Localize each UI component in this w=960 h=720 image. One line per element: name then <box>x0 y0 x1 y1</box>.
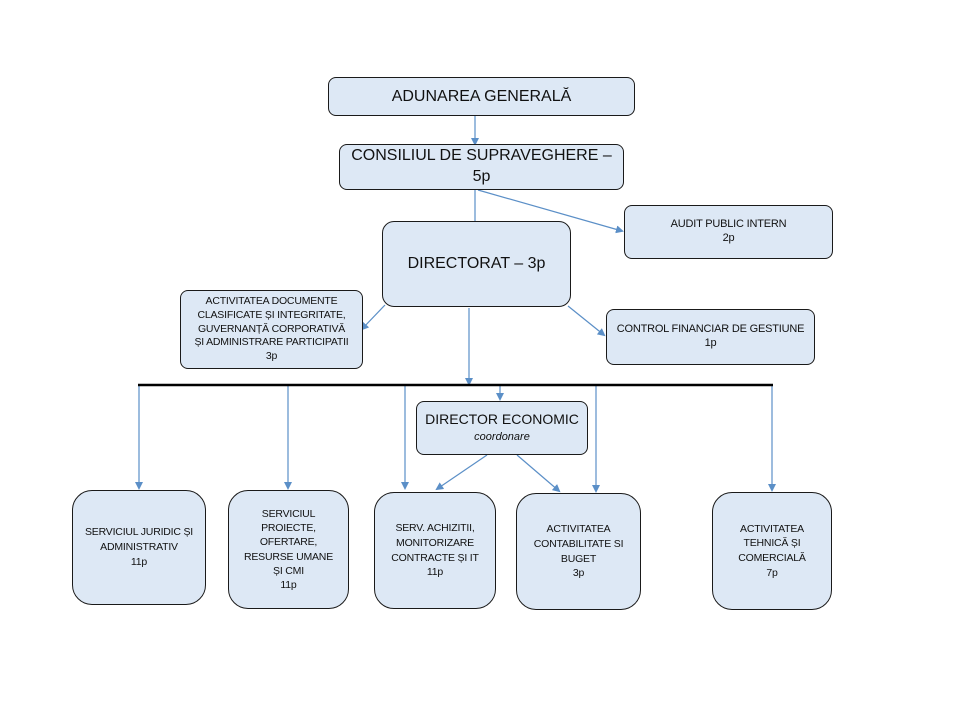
node-control-financiar-de-gestiune[interactable]: CONTROL FINANCIAR DE GESTIUNE 1p <box>606 309 815 365</box>
node-label: RESURSE UMANE <box>244 550 333 563</box>
node-staff-count: 11p <box>426 566 444 579</box>
node-label: CONSILIUL DE SUPRAVEGHERE – <box>351 147 612 165</box>
node-label: SERVICIUL JURIDIC ȘI <box>84 526 194 539</box>
node-staff-count: 11p <box>280 578 297 591</box>
node-label: CONTRACTE ȘI IT <box>391 551 479 564</box>
node-label: DIRECTORAT – 3p <box>407 255 546 272</box>
node-activitatea-documente-clasificate[interactable]: ACTIVITATEA DOCUMENTE CLASIFICATE ȘI INT… <box>180 290 363 369</box>
node-staff-count: 3p <box>265 349 278 362</box>
node-label: PROIECTE, <box>261 522 316 535</box>
node-label: MONITORIZARE <box>396 536 474 549</box>
node-staff-count: 11p <box>130 555 148 568</box>
edge-consiliul-audit <box>477 189 624 234</box>
node-audit-public-intern[interactable]: AUDIT PUBLIC INTERN 2p <box>624 205 833 259</box>
node-director-economic[interactable]: DIRECTOR ECONOMIC coordonare <box>416 401 588 455</box>
node-label: SERV. ACHIZITII, <box>395 522 475 535</box>
edge-directorat-control <box>567 305 606 337</box>
node-label: SERVICIUL <box>261 507 316 520</box>
node-label: BUGET <box>560 552 597 565</box>
node-adunarea-generala[interactable]: ADUNAREA GENERALĂ <box>328 77 635 116</box>
node-label: AUDIT PUBLIC INTERN <box>670 218 787 231</box>
node-label: ACTIVITATEA <box>546 523 611 536</box>
node-serviciul-juridic[interactable]: SERVICIUL JURIDIC ȘI ADMINISTRATIV 11p <box>72 490 206 605</box>
node-consiliul-de-supraveghere[interactable]: CONSILIUL DE SUPRAVEGHERE – 5p <box>339 144 624 190</box>
node-label: ADMINISTRATIV <box>100 541 178 554</box>
edge-director-economic-contabilitate <box>516 454 561 493</box>
node-label: TEHNICĂ ȘI <box>743 537 801 550</box>
node-label: OFERTARE, <box>259 536 318 549</box>
node-label: DIRECTOR ECONOMIC <box>425 410 579 427</box>
node-label: ACTIVITATEA DOCUMENTE <box>205 295 338 308</box>
node-label: CONTABILITATE SI <box>533 537 624 550</box>
node-staff-count: 7p <box>766 566 778 579</box>
node-label: CLASIFICATE ȘI INTEGRITATE, <box>197 309 346 322</box>
edge-directorat-documente <box>360 304 386 331</box>
node-label: GUVERNANȚĂ CORPORATIVĂ <box>197 322 346 335</box>
node-staff-count: 1p <box>704 337 717 349</box>
node-activitatea-tehnica-comerciala[interactable]: ACTIVITATEA TEHNICĂ ȘI COMERCIALĂ 7p <box>712 492 832 610</box>
node-subtitle: coordonare <box>474 431 530 444</box>
node-serviciul-proiecte[interactable]: SERVICIUL PROIECTE, OFERTARE, RESURSE UM… <box>228 490 349 609</box>
node-label: COMERCIALĂ <box>738 552 806 564</box>
node-directorat[interactable]: DIRECTORAT – 3p <box>382 221 571 307</box>
node-label: ȘI ADMINISTRARE PARTICIPATII <box>194 336 349 349</box>
node-label: ADUNAREA GENERALĂ <box>391 87 572 105</box>
node-label: ȘI CMI <box>273 564 304 577</box>
node-staff-count: 3p <box>572 567 585 580</box>
node-staff-count: 5p <box>472 168 491 185</box>
node-staff-count: 2p <box>722 232 735 244</box>
edge-director-economic-achizitii <box>435 454 488 491</box>
node-label: ACTIVITATEA <box>740 522 804 535</box>
node-activitatea-contabilitate[interactable]: ACTIVITATEA CONTABILITATE SI BUGET 3p <box>516 493 641 610</box>
node-label: CONTROL FINANCIAR DE GESTIUNE <box>616 323 805 336</box>
node-serv-achizitii[interactable]: SERV. ACHIZITII, MONITORIZARE CONTRACTE … <box>374 492 496 609</box>
